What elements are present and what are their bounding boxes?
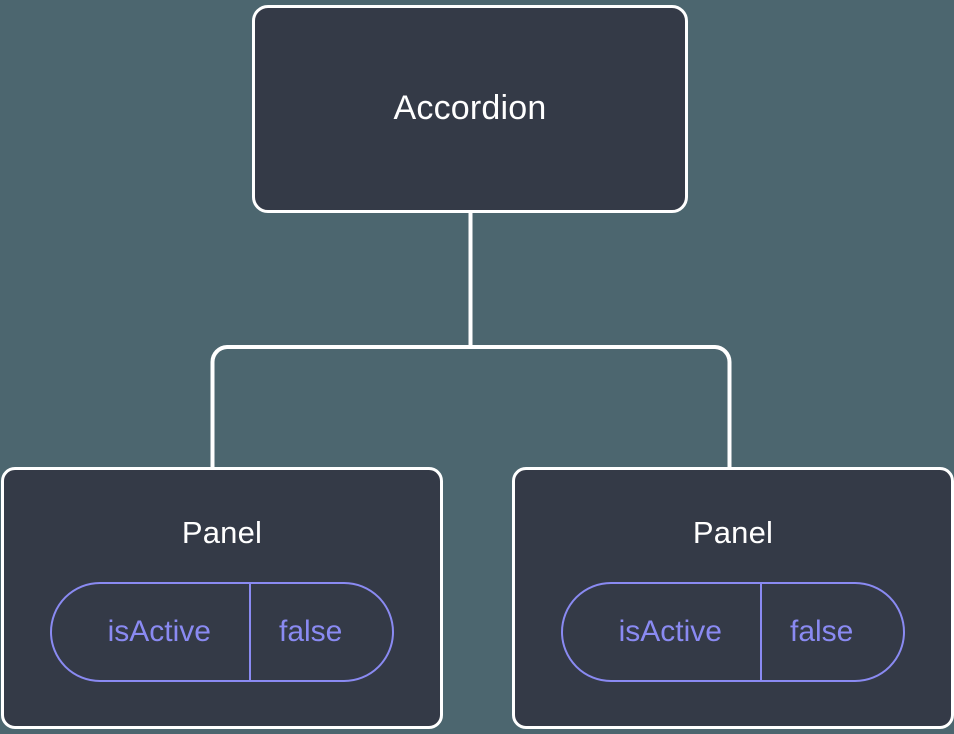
node-accordion-label: Accordion (393, 89, 547, 128)
edge-to-panel-right (470, 345, 732, 468)
prop-value-isactive-right: false (759, 584, 903, 681)
edge-to-panel-left (210, 345, 471, 468)
prop-key-isactive-right: isActive (618, 615, 722, 649)
node-accordion[interactable]: Accordion (252, 5, 688, 213)
node-panel-right[interactable]: Panel isActive false (512, 467, 954, 729)
node-panel-left-label: Panel (181, 515, 263, 550)
prop-badge-isactive-right[interactable]: isActive false (560, 582, 906, 683)
node-panel-right-label: Panel (692, 515, 774, 550)
prop-badge-isactive-left[interactable]: isActive false (49, 582, 395, 683)
prop-value-isactive-left: false (248, 584, 392, 681)
node-panel-left[interactable]: Panel isActive false (1, 467, 443, 729)
prop-key-isactive-left: isActive (107, 615, 211, 649)
